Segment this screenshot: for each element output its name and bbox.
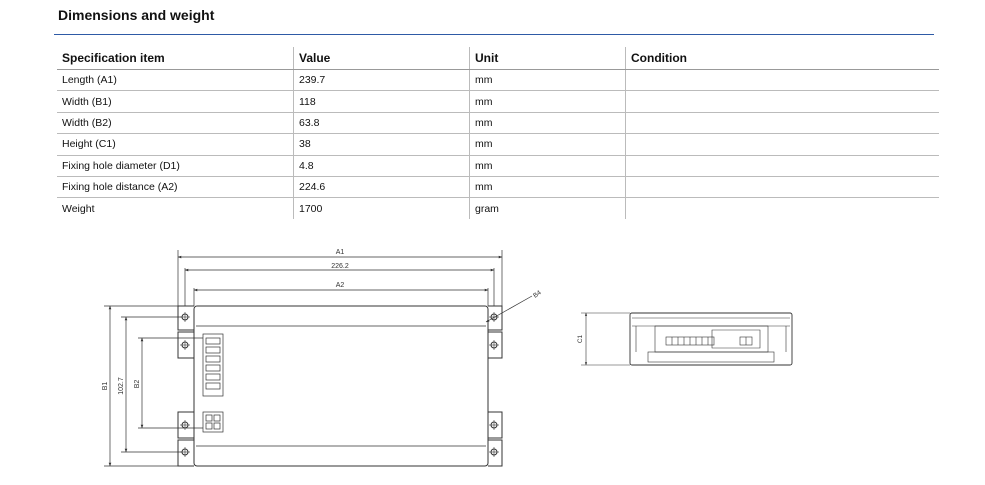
cell-value: 38 — [293, 133, 470, 156]
spec-table: Specification item Value Unit Condition … — [57, 47, 939, 219]
cell-spec-item: Length (A1) — [57, 69, 294, 92]
side-view — [581, 312, 793, 366]
table-header-row: Specification item Value Unit Condition — [57, 47, 939, 70]
connector-block — [202, 333, 224, 433]
mounting-tab — [177, 305, 194, 359]
dim-label-a2: A2 — [336, 282, 345, 289]
cell-unit: mm — [469, 112, 626, 135]
mounting-tab — [177, 411, 194, 467]
cell-condition — [625, 90, 939, 113]
cell-unit: gram — [469, 197, 626, 219]
housing-outline — [193, 305, 489, 467]
table-row: Length (A1) 239.7 mm — [57, 69, 939, 92]
cell-value: 118 — [293, 90, 470, 113]
cell-unit: mm — [469, 176, 626, 199]
cell-spec-item: Width (B1) — [57, 90, 294, 113]
dim-label-b1: B1 — [102, 382, 109, 391]
cell-value: 239.7 — [293, 69, 470, 92]
table-row: Width (B1) 118 mm — [57, 90, 939, 113]
cell-spec-item: Width (B2) — [57, 112, 294, 135]
cell-condition — [625, 197, 939, 219]
table-row: Fixing hole distance (A2) 224.6 mm — [57, 176, 939, 199]
top-view — [177, 305, 503, 467]
table-row: Fixing hole diameter (D1) 4.8 mm — [57, 155, 939, 177]
table-row: Height (C1) 38 mm — [57, 133, 939, 156]
table-row: Weight 1700 gram — [57, 197, 939, 219]
dim-label-b4: B4 — [532, 289, 543, 300]
cell-spec-item: Fixing hole diameter (D1) — [57, 155, 294, 177]
mounting-tab — [488, 411, 503, 467]
column-header-condition: Condition — [625, 47, 939, 70]
dim-label-a1: A1 — [336, 249, 345, 256]
cell-unit: mm — [469, 69, 626, 92]
side-connector — [665, 336, 753, 346]
title-divider — [54, 34, 934, 35]
cell-condition — [625, 69, 939, 92]
cell-condition — [625, 133, 939, 156]
cell-condition — [625, 112, 939, 135]
column-header-value: Value — [293, 47, 470, 70]
column-header-unit: Unit — [469, 47, 626, 70]
dim-label-c1: C1 — [577, 334, 584, 343]
side-housing-outline — [629, 312, 793, 366]
cell-condition — [625, 155, 939, 177]
dimension-lines — [104, 250, 533, 467]
cell-unit: mm — [469, 90, 626, 113]
cell-unit: mm — [469, 155, 626, 177]
dim-label-b2: B2 — [134, 380, 141, 389]
section-title: Dimensions and weight — [58, 7, 215, 23]
cell-value: 4.8 — [293, 155, 470, 177]
table-row: Width (B2) 63.8 mm — [57, 112, 939, 135]
cell-spec-item: Height (C1) — [57, 133, 294, 156]
cell-unit: mm — [469, 133, 626, 156]
cell-spec-item: Fixing hole distance (A2) — [57, 176, 294, 199]
cell-value: 63.8 — [293, 112, 470, 135]
cell-value: 1700 — [293, 197, 470, 219]
cell-condition — [625, 176, 939, 199]
column-header-spec-item: Specification item — [57, 47, 294, 70]
mounting-tab — [488, 305, 503, 359]
cell-value: 224.6 — [293, 176, 470, 199]
dim-label-102: 102.7 — [118, 377, 125, 395]
dim-label-226: 226.2 — [331, 263, 349, 270]
cell-spec-item: Weight — [62, 202, 95, 215]
